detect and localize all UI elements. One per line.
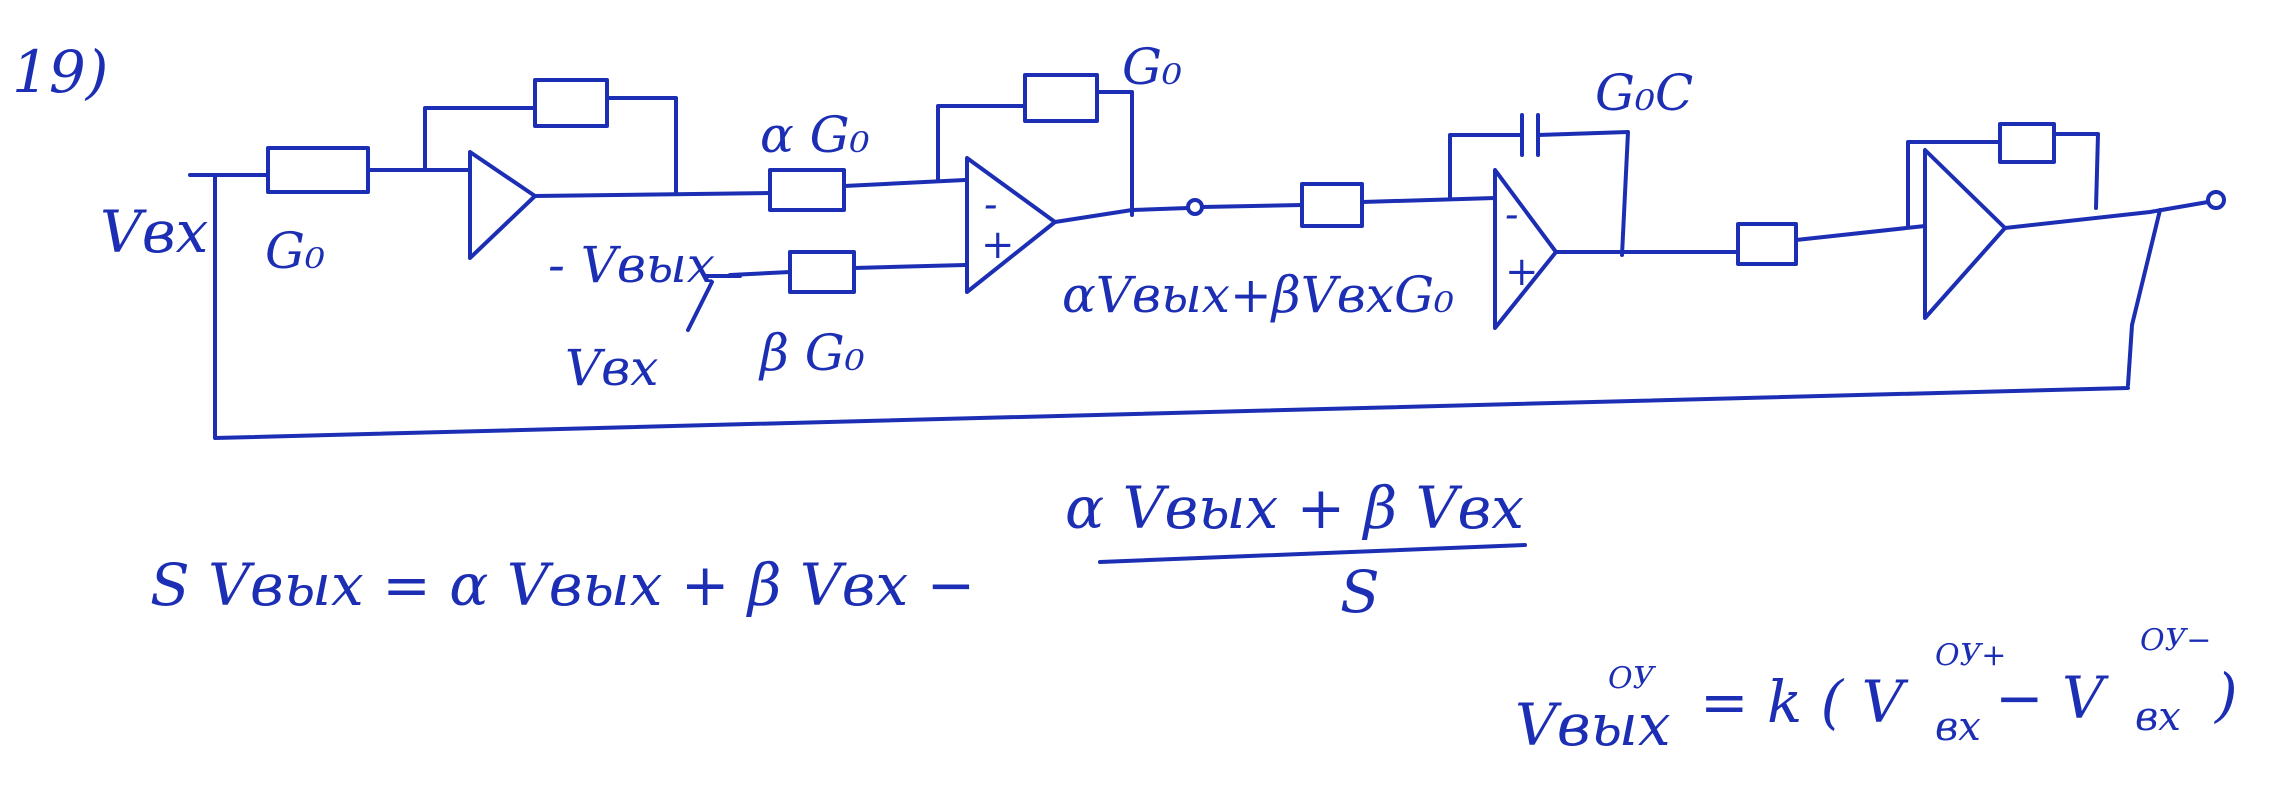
global-feedback-loop bbox=[188, 173, 2130, 440]
stage-4-inverter bbox=[1736, 122, 2226, 387]
plus-sign: + bbox=[981, 222, 1015, 268]
minus-sign: - bbox=[984, 182, 998, 228]
feedback-wire bbox=[1536, 130, 1630, 257]
op-amp-3 bbox=[1493, 168, 1558, 330]
input-voltage-label: Vвх bbox=[100, 198, 208, 266]
equation-2-t2-superscript: ОУ− bbox=[2140, 623, 2211, 658]
output-wire bbox=[2003, 200, 2210, 230]
alpha-g0-label: α G₀ bbox=[760, 106, 870, 164]
equation-2-lhs: Vвых bbox=[1515, 691, 1671, 759]
equation-1-numerator: α Vвых + β Vвх bbox=[1065, 474, 1524, 542]
stage-2-summing-amplifier: - + - Vвых Vвх α G₀ β G₀ G₀ αVвых+βVвхG₀ bbox=[548, 38, 1454, 397]
minus-sign: - bbox=[1505, 192, 1519, 238]
op-amp-4 bbox=[1923, 148, 2007, 320]
input-resistor bbox=[266, 146, 370, 194]
equation-1: S Vвых = α Vвых + β Vвх − α Vвых + β Vвх… bbox=[150, 474, 1527, 626]
neg-output-label: - Vвых bbox=[548, 236, 715, 294]
feedback-wire bbox=[605, 96, 678, 195]
feedback-resistor bbox=[533, 78, 609, 128]
feedback-wire bbox=[936, 104, 1027, 182]
capacitor bbox=[1520, 113, 1540, 157]
op-amp-2 bbox=[965, 156, 1057, 294]
op-amp-1 bbox=[468, 150, 537, 260]
stage-3-integrator: - + G₀C bbox=[1300, 64, 1740, 330]
feedback-resistor bbox=[1023, 73, 1099, 123]
integrator-input-resistor bbox=[1300, 182, 1364, 228]
lower-input-label: Vвх bbox=[565, 339, 658, 397]
output-terminal bbox=[2206, 190, 2226, 210]
equation-1-denominator: S bbox=[1340, 558, 1380, 626]
fraction-bar bbox=[1098, 543, 1527, 564]
wire bbox=[1360, 196, 1497, 204]
annotation-line bbox=[686, 280, 714, 332]
equation-2-t1-superscript: ОУ+ bbox=[1935, 638, 2006, 673]
alpha-resistor bbox=[768, 168, 846, 212]
wire bbox=[852, 263, 967, 270]
g0-feedback-label: G₀ bbox=[1122, 38, 1182, 96]
equation-2-minus: − V bbox=[1995, 664, 2109, 732]
stage-1-inverting-amplifier: G₀ bbox=[190, 78, 772, 280]
feedback-wire bbox=[1095, 90, 1134, 217]
wire bbox=[1794, 224, 1927, 242]
feedback-wire bbox=[1448, 133, 1524, 200]
equation-2-lhs-superscript: ОУ bbox=[1608, 661, 1657, 696]
equation-2: Vвых ОУ = k ( V вх ОУ+ − V вх ОУ− ) bbox=[1515, 623, 2238, 759]
wire bbox=[1200, 203, 1304, 209]
feedback-wire bbox=[1906, 140, 2002, 228]
equation-2-close: ) bbox=[2213, 661, 2238, 729]
output-wire bbox=[533, 191, 772, 198]
feedback-resistor bbox=[1998, 122, 2056, 164]
node-terminal bbox=[1186, 198, 1204, 216]
mid-expression-label: αVвых+βVвхG₀ bbox=[1062, 266, 1454, 324]
feedback-wire bbox=[2052, 132, 2100, 210]
beta-g0-label: β G₀ bbox=[758, 324, 865, 382]
wire bbox=[842, 178, 967, 188]
beta-resistor bbox=[788, 250, 856, 294]
equation-2-t2-subscript: вх bbox=[2135, 694, 2181, 740]
g0c-label: G₀C bbox=[1595, 64, 1693, 122]
plus-sign: + bbox=[1505, 249, 1539, 295]
problem-number: 19) bbox=[12, 38, 108, 106]
g0-label: G₀ bbox=[265, 222, 325, 280]
feedback-loop-wire bbox=[2126, 208, 2162, 387]
equation-2-eq: = k ( V bbox=[1700, 668, 1909, 736]
output-wire bbox=[1053, 206, 1190, 224]
feedback-wire bbox=[423, 106, 537, 172]
inverter-input-resistor bbox=[1736, 222, 1798, 266]
equation-2-t1-subscript: вх bbox=[1935, 704, 1981, 750]
equation-1-lhs: S Vвых = α Vвых + β Vвх − bbox=[150, 551, 975, 619]
